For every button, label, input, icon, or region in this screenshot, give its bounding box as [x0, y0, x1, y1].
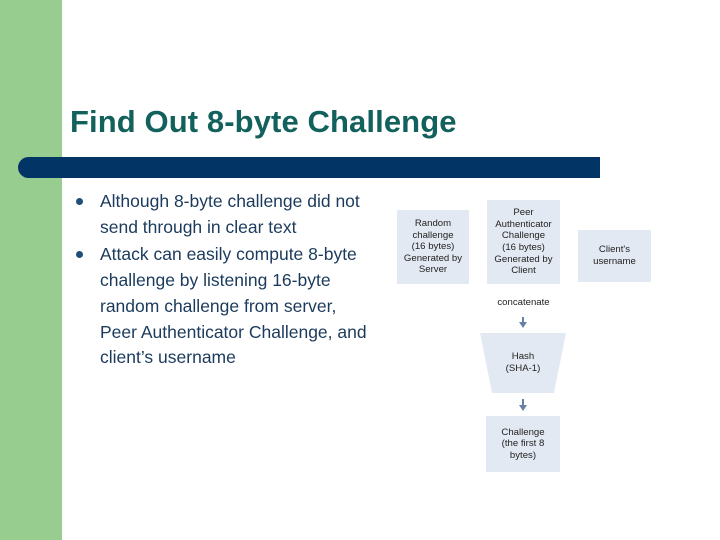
- title-underline-bar: [18, 157, 600, 178]
- diagram-box-final-challenge: Challenge (the first 8 bytes): [486, 416, 560, 472]
- slide-content-panel: [62, 68, 720, 540]
- diagram-shape-hash-sha1: Hash (SHA-1): [480, 333, 566, 393]
- left-green-band: [0, 0, 62, 540]
- diagram-box-random-challenge: Random challenge (16 bytes) Generated by…: [397, 210, 469, 284]
- list-item-text: Although 8-byte challenge did not send t…: [100, 191, 360, 237]
- diagram-label-concatenate: concatenate: [497, 297, 550, 308]
- diagram-box-peer-authenticator-challenge: Peer Authenticator Challenge (16 bytes) …: [487, 200, 560, 284]
- arrow-stem-to-output: [522, 399, 524, 406]
- bullet-icon: [76, 198, 83, 205]
- diagram-box-client-username: Client's username: [578, 230, 651, 282]
- arrow-down-icon: [519, 322, 527, 328]
- list-item: Attack can easily compute 8-byte challen…: [70, 242, 370, 371]
- list-item: Although 8-byte challenge did not send t…: [70, 189, 370, 240]
- arrow-stem-to-hash: [522, 317, 524, 323]
- page-title: Find Out 8-byte Challenge: [70, 104, 457, 139]
- bullet-list: Although 8-byte challenge did not send t…: [70, 189, 370, 373]
- list-item-text: Attack can easily compute 8-byte challen…: [100, 244, 367, 368]
- arrow-down-icon: [519, 405, 527, 411]
- bullet-icon: [76, 251, 83, 259]
- challenge-derivation-diagram: Random challenge (16 bytes) Generated by…: [380, 190, 680, 490]
